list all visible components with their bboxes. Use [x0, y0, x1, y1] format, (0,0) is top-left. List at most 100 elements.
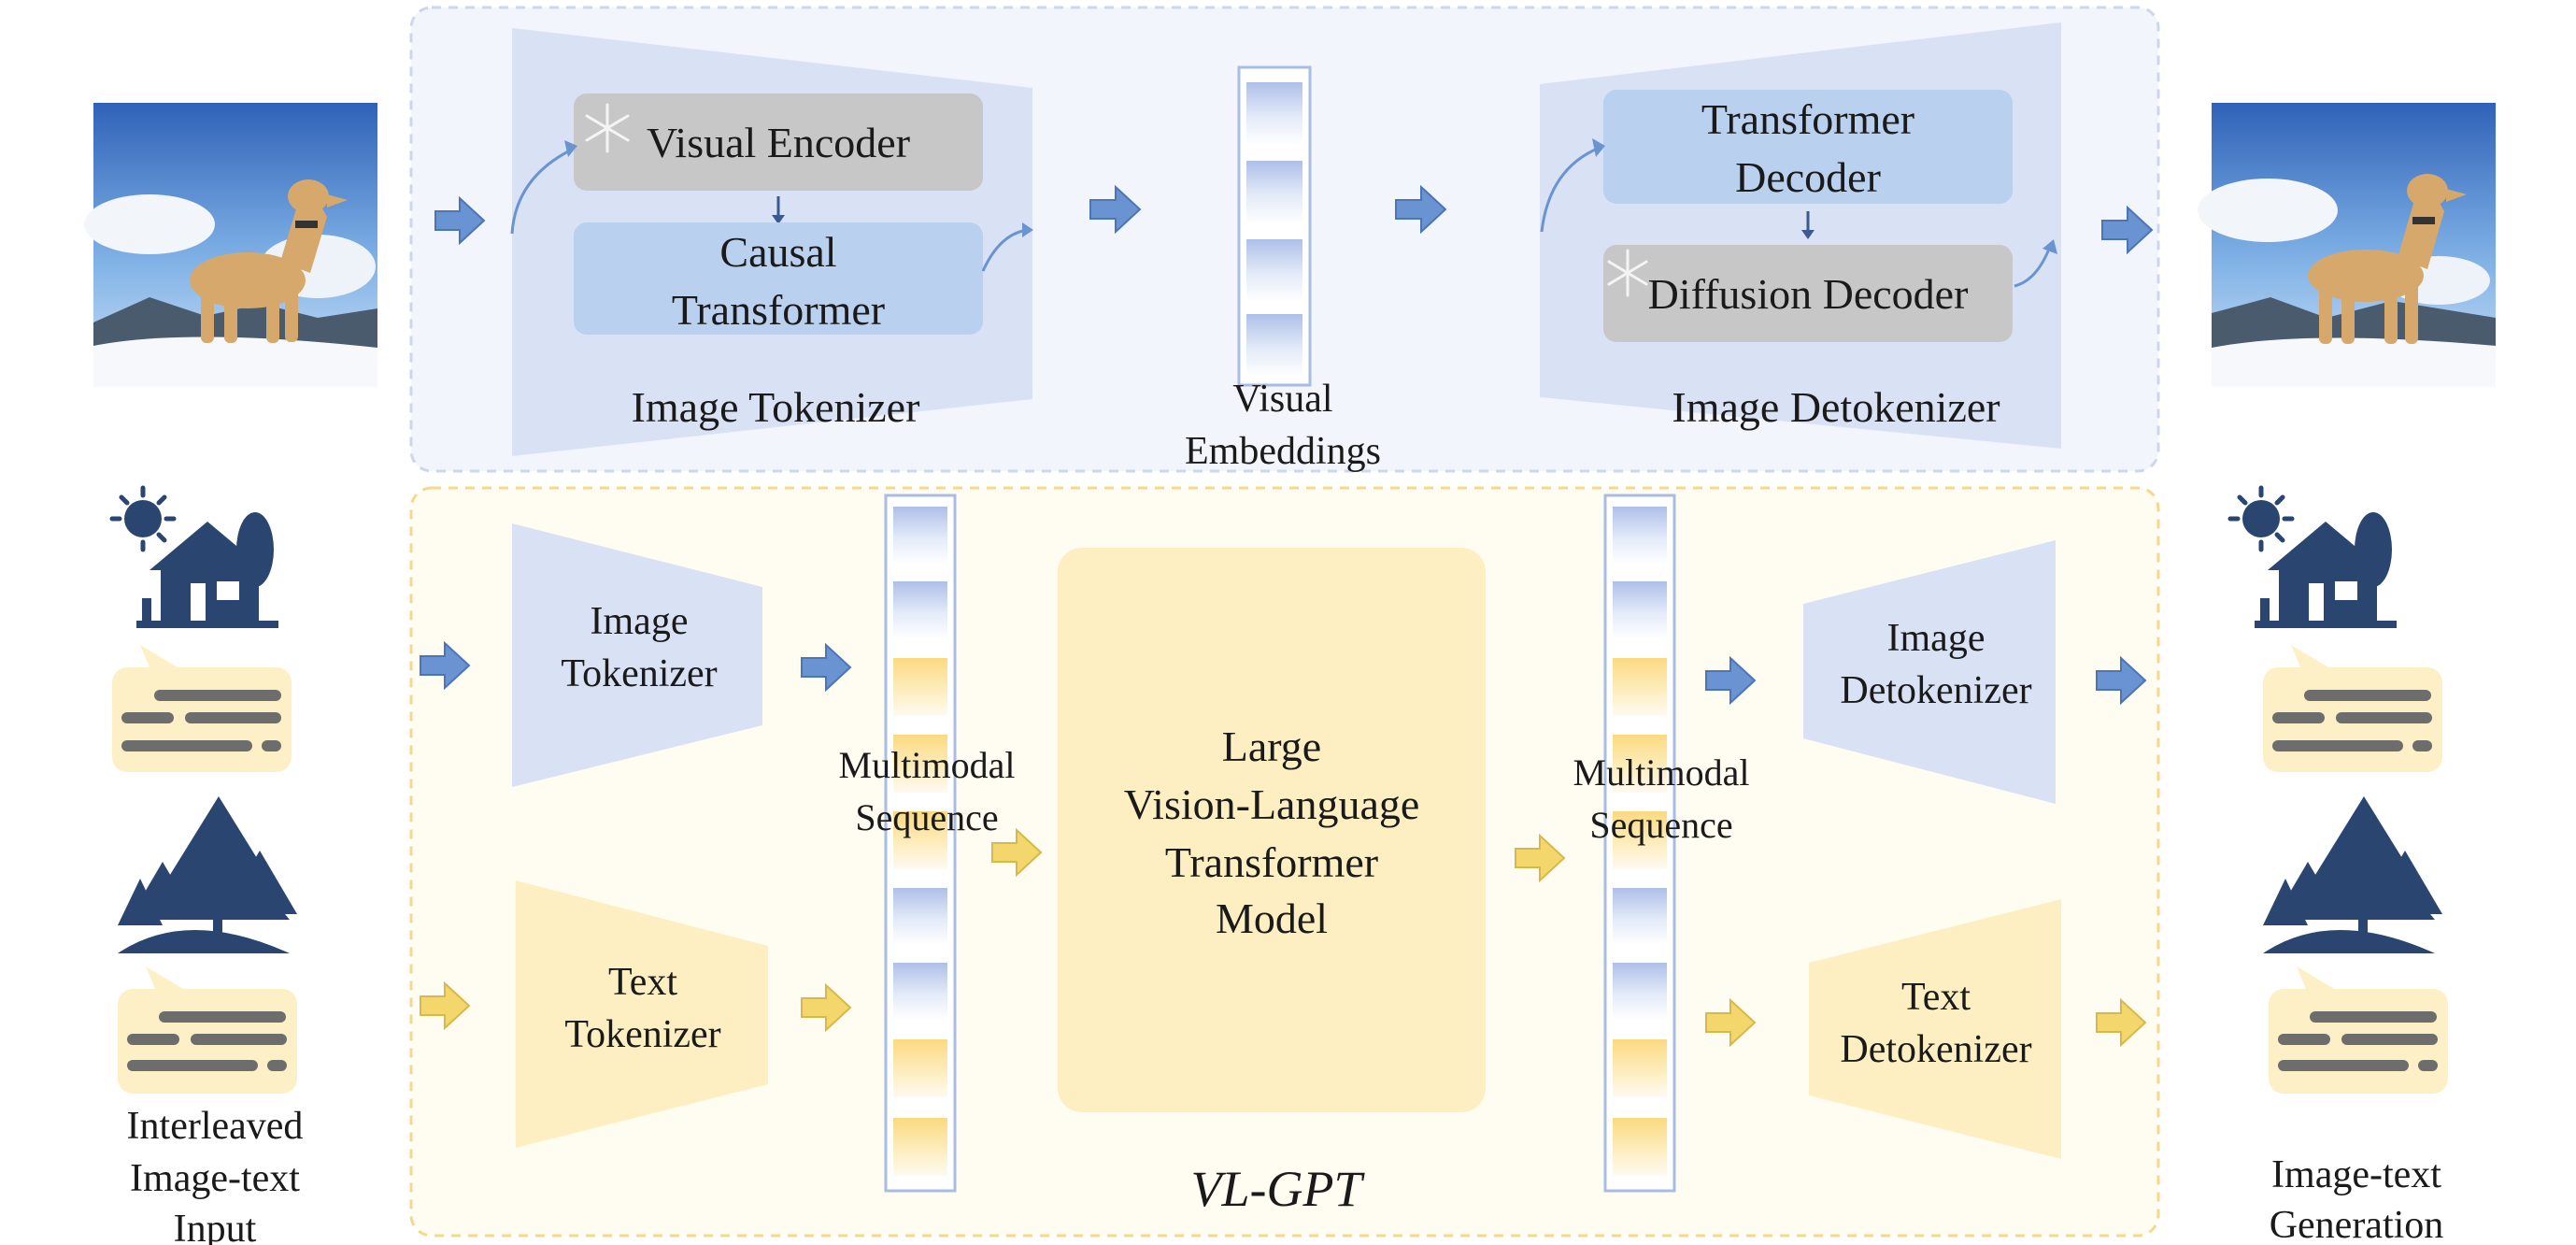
- detokenizer-out-curve: [2014, 246, 2052, 288]
- arrow: [991, 827, 1043, 878]
- output-dog-image: [2198, 103, 2496, 387]
- arrow: [801, 982, 852, 1033]
- sequence-token-text: [1613, 658, 1667, 716]
- model-label-2: Vision-Language: [1124, 780, 1420, 828]
- arrow: [2096, 655, 2147, 706]
- multimodal-sequence-left-label-2: Sequence: [855, 796, 998, 838]
- input-house-icon: [109, 485, 278, 628]
- image-tokenizer-small-label-1: Image: [591, 600, 689, 643]
- input-label-2: Image-text: [130, 1157, 300, 1200]
- arrow: [420, 980, 471, 1031]
- tokenizer-out-curve-head: [1022, 222, 1033, 237]
- visual-encoder-box: [574, 93, 983, 191]
- sequence-token-image: [893, 963, 947, 1021]
- arrow: [2096, 997, 2147, 1048]
- tokenizer-in-curve-head: [564, 140, 577, 157]
- visual-embeddings-label-2: Embeddings: [1185, 430, 1381, 473]
- sequence-token-text: [1613, 811, 1667, 869]
- top-flow-arrows: [434, 184, 2154, 255]
- snowflake-icon: [585, 103, 630, 153]
- arrow: [1089, 184, 1142, 235]
- sequence-token-image: [1613, 888, 1667, 946]
- arrow: [1395, 184, 1447, 235]
- arrow: [420, 640, 471, 691]
- model-label-4: Model: [1216, 894, 1328, 942]
- text-detokenizer-label-2: Detokenizer: [1840, 1028, 2031, 1071]
- text-detokenizer-label-1: Text: [1901, 976, 1971, 1019]
- sequence-token-image: [893, 888, 947, 946]
- image-tokenizer-small-label-2: Tokenizer: [561, 652, 717, 695]
- sequence-token-text: [893, 735, 947, 793]
- sequence-token-image: [893, 507, 947, 565]
- embedding-token: [1246, 239, 1302, 303]
- sequence-token-image: [1613, 963, 1667, 1021]
- embedding-token: [1246, 314, 1302, 378]
- transformer-decoder-box: [1603, 90, 2013, 204]
- embedding-token: [1246, 82, 1302, 146]
- output-label-2: Generation: [2270, 1204, 2444, 1245]
- image-detokenizer-small-label-2: Detokenizer: [1840, 669, 2031, 712]
- arrow: [1705, 997, 1757, 1048]
- encoder-down-arrowhead: [772, 215, 785, 224]
- causal-transformer-box: [574, 222, 983, 335]
- visual-encoder-label: Visual Encoder: [647, 119, 910, 166]
- output-text-bubble-1: [2263, 645, 2442, 772]
- image-tokenizer-caption: Image Tokenizer: [632, 383, 920, 431]
- sequence-token-image: [893, 581, 947, 639]
- model-label-1: Large: [1222, 723, 1321, 770]
- text-tokenizer-label-1: Text: [608, 961, 677, 1004]
- text-detokenizer-shape: [1809, 899, 2061, 1159]
- embedding-token: [1246, 161, 1302, 224]
- diffusion-decoder-box: [1603, 245, 2013, 342]
- output-label-1: Image-text: [2271, 1153, 2441, 1196]
- lvlm-box: [1058, 548, 1486, 1112]
- sequence-token-text: [893, 658, 947, 716]
- text-tokenizer-label-2: Tokenizer: [564, 1013, 720, 1056]
- output-trees-icon: [2263, 796, 2442, 953]
- multimodal-sequence-left-label-1: Multimodal: [839, 744, 1016, 786]
- bottom-yellow-arrows: [420, 827, 2147, 1048]
- sequence-token-text: [893, 1118, 947, 1176]
- vl-gpt-title: VL-GPT: [1190, 1161, 1365, 1217]
- input-dog-image: [84, 103, 377, 387]
- sequence-token-text: [1613, 1118, 1667, 1176]
- model-label-3: Transformer: [1165, 838, 1378, 886]
- tokenizer-in-curve: [510, 148, 573, 235]
- bottom-blue-arrows: [420, 640, 2147, 706]
- input-label-3: Input: [174, 1208, 257, 1245]
- sequence-token-image: [1613, 581, 1667, 639]
- snowflake-icon: [1607, 249, 1648, 297]
- input-text-bubble-1: [112, 645, 292, 772]
- arrow: [801, 642, 852, 693]
- arrow: [434, 195, 486, 246]
- sequence-token-text: [893, 811, 947, 869]
- detokenizer-in-curve: [1540, 146, 1601, 233]
- output-text-bubble-2: [2269, 966, 2448, 1094]
- output-house-icon: [2227, 485, 2397, 628]
- input-trees-icon: [118, 796, 297, 953]
- sequence-token-text: [1613, 735, 1667, 793]
- image-tokenizer-small-shape: [512, 523, 762, 787]
- image-detokenizer-small-label-1: Image: [1887, 617, 1985, 660]
- sequence-token-text: [893, 1039, 947, 1097]
- transformer-decoder-label-2: Decoder: [1735, 153, 1881, 201]
- diffusion-decoder-label: Diffusion Decoder: [1648, 270, 1969, 318]
- arrow: [2101, 205, 2154, 255]
- detokenizer-out-curve-head: [2042, 239, 2057, 254]
- causal-transformer-label-1: Causal: [719, 228, 836, 276]
- arrow: [1515, 833, 1566, 883]
- multimodal-sequence-right-label-2: Sequence: [1589, 804, 1732, 846]
- decoder-down-arrowhead: [1801, 230, 1815, 239]
- text-tokenizer-shape: [516, 880, 768, 1148]
- detokenizer-in-curve-head: [1592, 138, 1605, 157]
- image-detokenizer-small-shape: [1803, 540, 2056, 804]
- sequence-token-image: [1613, 507, 1667, 565]
- input-label-1: Interleaved: [127, 1105, 304, 1148]
- multimodal-sequence-right-label-1: Multimodal: [1573, 751, 1750, 794]
- sequence-token-text: [1613, 1039, 1667, 1097]
- arrow: [1705, 655, 1757, 706]
- causal-transformer-label-2: Transformer: [672, 286, 885, 334]
- transformer-decoder-label-1: Transformer: [1701, 95, 1914, 143]
- visual-embeddings-label-1: Visual: [1232, 378, 1332, 421]
